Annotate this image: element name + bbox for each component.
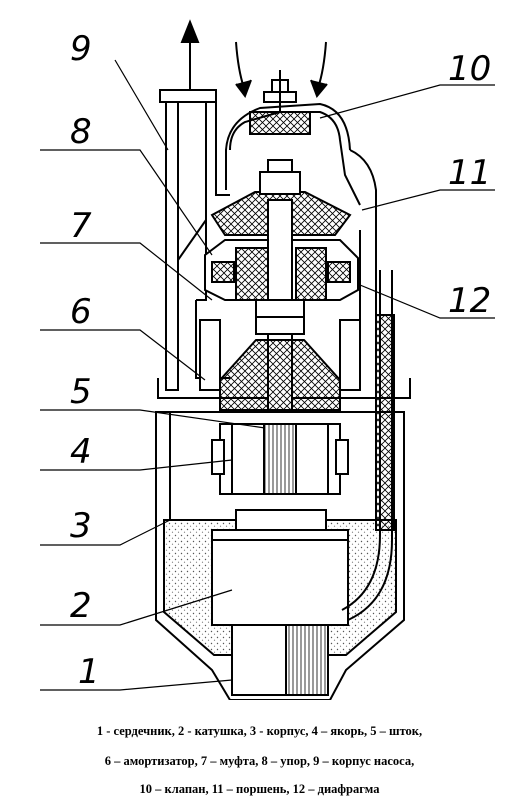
- valve: [249, 70, 311, 135]
- vibration-pump-cross-section: 9 8 7 6 5 4 3 2 1 10 11 12: [40, 19, 495, 700]
- label-11: 11: [448, 153, 491, 193]
- outlet-arrow: [180, 19, 200, 95]
- label-2: 2: [70, 586, 92, 626]
- legend-line-1: 1 - сердечник, 2 - катушка, 3 - корпус, …: [96, 724, 423, 738]
- label-3: 3: [70, 506, 92, 546]
- legend-line-2: 6 – амортизатор, 7 – муфта, 8 – упор, 9 …: [104, 754, 415, 768]
- label-6: 6: [70, 292, 92, 332]
- leader-lines: [40, 59, 495, 691]
- cable: [341, 270, 395, 621]
- legend-line-3: 10 – клапан, 11 – поршень, 12 – диафрагм…: [139, 782, 380, 796]
- label-9: 9: [70, 29, 92, 69]
- label-12: 12: [448, 281, 491, 321]
- armature: [211, 423, 349, 495]
- label-10: 10: [448, 49, 491, 89]
- label-5: 5: [70, 372, 92, 412]
- label-4: 4: [70, 432, 92, 472]
- coil: [211, 509, 349, 626]
- inlet-arrows: [235, 41, 328, 99]
- shock-absorber: [199, 319, 361, 411]
- label-8: 8: [70, 112, 92, 152]
- core: [231, 624, 329, 696]
- label-7: 7: [70, 206, 92, 246]
- label-1: 1: [78, 652, 100, 692]
